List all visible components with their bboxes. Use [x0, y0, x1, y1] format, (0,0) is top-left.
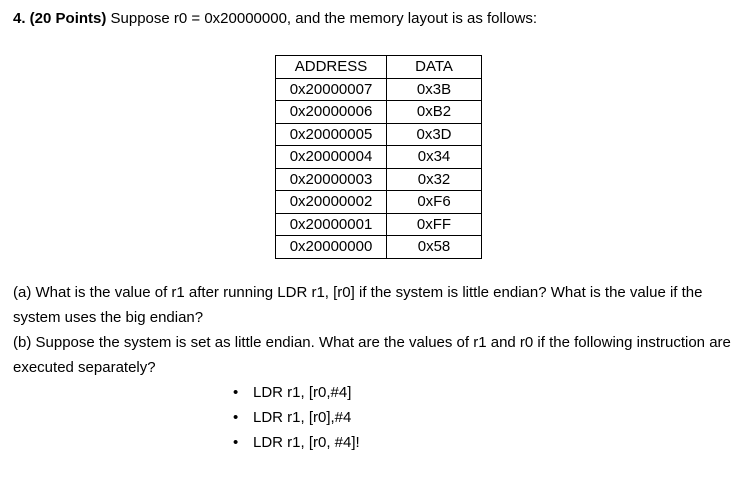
question-number-points: 4. (20 Points): [13, 10, 107, 27]
question-b-text: (b) Suppose the system is set as little …: [13, 333, 731, 376]
bullet-icon: •: [233, 408, 239, 426]
data-cell: 0xFF: [386, 212, 482, 236]
instruction-text: LDR r1, [r0],#4: [253, 408, 352, 426]
address-cell: 0x20000006: [275, 100, 387, 124]
address-cell: 0x20000007: [275, 77, 387, 101]
bullet-icon: •: [233, 383, 239, 401]
address-cell: 0x20000001: [275, 212, 387, 236]
address-cell: 0x20000000: [275, 235, 387, 259]
table-row: 0x20000000 0x58: [275, 235, 482, 259]
table-row: 0x20000002 0xF6: [275, 190, 482, 214]
table-row: 0x20000003 0x32: [275, 167, 482, 191]
table-row: 0x20000006 0xB2: [275, 100, 482, 124]
data-cell: 0x32: [386, 167, 482, 191]
data-cell: 0x3D: [386, 122, 482, 146]
address-column-header: ADDRESS: [275, 55, 387, 79]
instruction-text: LDR r1, [r0, #4]!: [253, 433, 360, 451]
table-header-row: ADDRESS DATA: [275, 55, 482, 79]
instruction-list: • LDR r1, [r0,#4] • LDR r1, [r0],#4 • LD…: [13, 380, 738, 455]
data-cell: 0x3B: [386, 77, 482, 101]
table-row: 0x20000007 0x3B: [275, 77, 482, 101]
instruction-item: • LDR r1, [r0, #4]!: [13, 430, 738, 455]
data-column-header: DATA: [386, 55, 482, 79]
data-cell: 0xB2: [386, 100, 482, 124]
table-row: 0x20000004 0x34: [275, 145, 482, 169]
instruction-text: LDR r1, [r0,#4]: [253, 383, 352, 401]
memory-layout-table: ADDRESS DATA 0x20000007 0x3B 0x20000006 …: [275, 55, 482, 259]
table-row: 0x20000005 0x3D: [275, 122, 482, 146]
question-title-text: Suppose r0 = 0x20000000, and the memory …: [106, 10, 538, 27]
data-cell: 0x58: [386, 235, 482, 259]
instruction-item: • LDR r1, [r0,#4]: [13, 380, 738, 405]
address-cell: 0x20000004: [275, 145, 387, 169]
table-row: 0x20000001 0xFF: [275, 212, 482, 236]
address-cell: 0x20000002: [275, 190, 387, 214]
bullet-icon: •: [233, 433, 239, 451]
data-cell: 0xF6: [386, 190, 482, 214]
data-cell: 0x34: [386, 145, 482, 169]
address-cell: 0x20000003: [275, 167, 387, 191]
question-a-text: (a) What is the value of r1 after runnin…: [13, 283, 703, 326]
instruction-item: • LDR r1, [r0],#4: [13, 405, 738, 430]
question-title: 4. (20 Points) Suppose r0 = 0x20000000, …: [13, 8, 738, 30]
address-cell: 0x20000005: [275, 122, 387, 146]
